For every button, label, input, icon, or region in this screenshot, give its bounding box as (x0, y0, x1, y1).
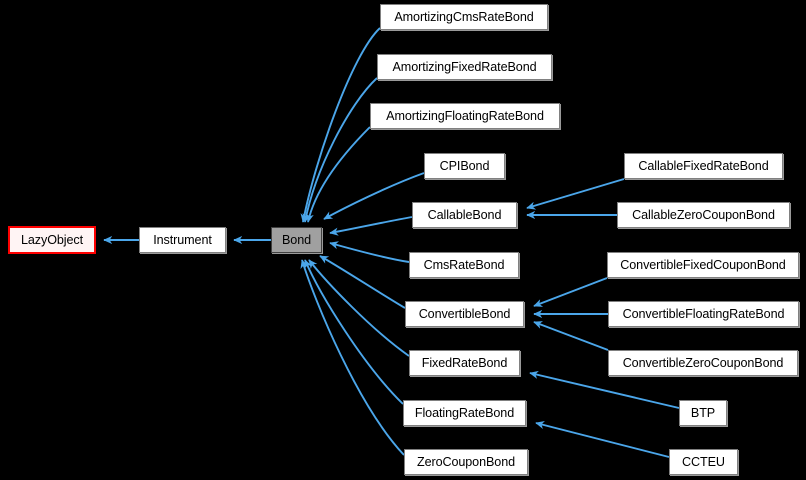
class-node-floatingratebond[interactable]: FloatingRateBond (403, 400, 526, 426)
class-node-label: LazyObject (21, 232, 83, 247)
class-node-convertiblefloatingratebond[interactable]: ConvertibleFloatingRateBond (608, 301, 799, 327)
inheritance-edge (319, 255, 406, 309)
inheritance-edge (308, 259, 410, 357)
class-node-convertiblebond[interactable]: ConvertibleBond (405, 301, 524, 327)
class-node-label: AmortizingFixedRateBond (392, 59, 537, 74)
inheritance-edge (323, 172, 425, 220)
inheritance-edge (300, 259, 405, 456)
class-node-cmsratebond[interactable]: CmsRateBond (409, 252, 519, 278)
inheritance-edge (533, 321, 609, 351)
class-node-label: ConvertibleZeroCouponBond (622, 355, 784, 370)
class-node-callablefixedratebond[interactable]: CallableFixedRateBond (624, 153, 783, 179)
class-node-cpibond[interactable]: CPIBond (424, 153, 505, 179)
inheritance-edge (535, 421, 670, 458)
class-node-label: BTP (690, 405, 716, 420)
class-node-label: ConvertibleBond (418, 306, 511, 321)
class-node-label: ZeroCouponBond (416, 454, 516, 469)
class-node-label: AmortizingCmsRateBond (394, 9, 534, 24)
class-node-callablezerocouponbond[interactable]: CallableZeroCouponBond (617, 202, 790, 228)
inheritance-edge (302, 77, 378, 223)
inheritance-edge (533, 277, 608, 307)
class-node-btp[interactable]: BTP (679, 400, 727, 426)
inheritance-edge (526, 178, 625, 210)
class-node-convertiblezerocouponbond[interactable]: ConvertibleZeroCouponBond (608, 350, 798, 376)
class-node-ccteu[interactable]: CCTEU (669, 449, 738, 475)
class-node-label: ConvertibleFloatingRateBond (622, 306, 785, 321)
class-node-callablebond[interactable]: CallableBond (412, 202, 517, 228)
inheritance-edge (329, 216, 413, 236)
class-node-instrument[interactable]: Instrument (139, 227, 226, 253)
class-node-bond[interactable]: Bond (271, 227, 322, 253)
class-node-label: CallableFixedRateBond (638, 158, 769, 173)
class-node-label: CCTEU (682, 454, 725, 469)
class-node-label: CPIBond (439, 158, 490, 173)
class-node-label: FloatingRateBond (414, 405, 515, 420)
inheritance-edge (300, 27, 381, 223)
class-node-convertiblefixedcouponbond[interactable]: ConvertibleFixedCouponBond (607, 252, 799, 278)
class-node-label: FixedRateBond (421, 355, 508, 370)
class-node-label: CallableBond (427, 207, 502, 222)
class-node-fixedratebond[interactable]: FixedRateBond (409, 350, 520, 376)
class-node-zerocouponbond[interactable]: ZeroCouponBond (404, 449, 528, 475)
class-node-label: Instrument (153, 232, 212, 247)
class-node-label: AmortizingFloatingRateBond (386, 108, 544, 123)
class-node-label: CmsRateBond (423, 257, 505, 272)
class-node-label: ConvertibleFixedCouponBond (620, 257, 786, 272)
class-node-amortizingcmsratebond[interactable]: AmortizingCmsRateBond (380, 4, 548, 30)
class-node-amortizingfloatingratebond[interactable]: AmortizingFloatingRateBond (370, 103, 560, 129)
inheritance-edge (304, 259, 404, 405)
inheritance-edge (529, 370, 680, 409)
inheritance-edge (329, 241, 410, 263)
class-node-lazyobject[interactable]: LazyObject (8, 226, 96, 254)
class-node-amortizingfixedratebond[interactable]: AmortizingFixedRateBond (377, 54, 552, 80)
inheritance-edge (305, 126, 371, 223)
class-node-label: CallableZeroCouponBond (632, 207, 775, 222)
class-node-label: Bond (281, 232, 311, 247)
